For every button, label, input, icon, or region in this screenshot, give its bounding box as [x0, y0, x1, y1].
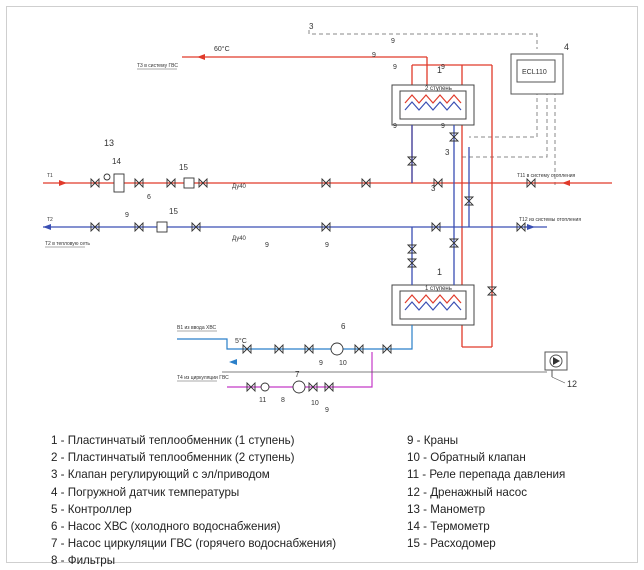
legend-right: 9 - Краны 10 - Обратный клапан 11 - Реле…: [407, 432, 565, 552]
svg-text:15: 15: [169, 207, 178, 216]
heating-return-line: Т2 Т2 в тепловую сеть Т12 из системы ото…: [43, 147, 581, 248]
heat-exchanger-1: 1 ступень 1: [391, 267, 475, 326]
svg-text:9: 9: [319, 360, 323, 367]
svg-text:9: 9: [325, 407, 329, 414]
cold-line-callouts: 6 10 9: [319, 322, 347, 367]
svg-text:13: 13: [104, 138, 114, 148]
legend-item: 14 - Термометр: [407, 520, 490, 534]
label-dn40-top: Ду40: [232, 184, 247, 190]
legend-item: 9 - Краны: [407, 434, 459, 447]
supply-callouts: 13 14 15 6 9: [104, 138, 188, 219]
cold-line-fittings: [242, 342, 392, 356]
callout-3-top: 3: [309, 22, 314, 31]
label-heat-supply: Т1: [47, 173, 53, 179]
svg-text:10: 10: [339, 360, 347, 367]
svg-text:9: 9: [393, 123, 397, 130]
label-dhw-circ: Т4 из циркуляции ГВС: [177, 375, 229, 381]
svg-text:9: 9: [441, 64, 445, 71]
label-return-in: Т2: [47, 217, 53, 223]
svg-text:6: 6: [341, 322, 346, 331]
legend-left: 1 - Пластинчатый теплообменник (1 ступен…: [51, 432, 336, 570]
callout-2: 1: [437, 65, 442, 75]
svg-text:3: 3: [445, 148, 450, 157]
svg-text:9: 9: [372, 52, 376, 59]
svg-text:15: 15: [179, 163, 188, 172]
exchanger-links: [411, 125, 455, 285]
svg-text:9: 9: [391, 38, 395, 45]
cold-water-line: 5°C В1 из ввода ХВС: [177, 325, 413, 365]
svg-text:9: 9: [325, 242, 329, 249]
circ-line-callouts: 7 11 8 10 9: [259, 370, 329, 414]
return-callouts: 15 9 9: [169, 207, 329, 249]
label-to-dhw: Т3 в систему ГВС: [137, 63, 178, 69]
svg-text:10: 10: [311, 400, 319, 407]
legend-item: 3 - Клапан регулирующий с эл/приводом: [51, 468, 270, 482]
callout-4: 4: [564, 42, 569, 52]
label-dn40-bottom: Ду40: [232, 236, 247, 242]
callout-1: 1: [437, 267, 442, 277]
circ-line-fittings: [246, 380, 334, 394]
frame: ECL110 4 60°C Т3 в систему ГВС 3 Т1 Т11 …: [6, 6, 638, 567]
stage-2-label: 2 ступень: [425, 86, 452, 92]
controller-box: ECL110 4: [510, 42, 569, 95]
legend-item: 12 - Дренажный насос: [407, 485, 528, 499]
svg-text:9: 9: [125, 212, 129, 219]
legend-item: 2 - Пластинчатый теплообменник (2 ступен…: [51, 451, 295, 465]
drainage-pump: 12: [544, 351, 577, 389]
legend-item: 11 - Реле перепада давления: [407, 468, 566, 482]
legend-item: 8 - Фильтры: [51, 554, 116, 568]
legend-item: 13 - Манометр: [407, 502, 486, 516]
svg-text:9: 9: [393, 64, 397, 71]
callout-12: 12: [567, 379, 577, 389]
stage-1-label: 1 ступень: [425, 286, 452, 292]
legend-item: 7 - Насос циркуляции ГВС (горячего водос…: [51, 537, 337, 551]
exchanger-callouts: 3 3 9 9 9 9 9 9: [372, 38, 450, 193]
heating-substation-schematic: ECL110 4 60°C Т3 в систему ГВС 3 Т1 Т11 …: [43, 22, 612, 414]
return-line-fittings: [90, 221, 526, 233]
label-60c: 60°C: [214, 45, 230, 53]
legend-item: 5 - Контроллер: [51, 502, 132, 516]
label-cold-water: В1 из ввода ХВС: [177, 325, 216, 331]
heating-supply-line: Т1 Т11 в систему отопления Ду40: [43, 64, 612, 348]
svg-text:6: 6: [147, 194, 151, 201]
legend-item: 15 - Расходомер: [407, 537, 496, 551]
heat-exchanger-2: 2 ступень 1: [391, 65, 475, 126]
label-heating-out: Т11 в систему отопления: [517, 173, 576, 179]
svg-text:11: 11: [259, 397, 266, 404]
exchanger-valves: [406, 132, 498, 296]
supply-line-fittings: [90, 173, 536, 193]
legend-item: 10 - Обратный клапан: [407, 451, 526, 465]
legend-item: 1 - Пластинчатый теплообменник (1 ступен…: [51, 434, 295, 447]
legend-item: 6 - Насос ХВС (холодного водоснабжения): [51, 520, 281, 534]
controller-label: ECL110: [522, 69, 547, 76]
dhw-supply-line: 60°C Т3 в систему ГВС 3: [137, 22, 428, 90]
svg-text:9: 9: [265, 242, 269, 249]
label-5c: 5°C: [235, 337, 247, 345]
label-heat-return-out: Т2 в тепловую сеть: [45, 241, 90, 247]
svg-text:8: 8: [281, 397, 285, 404]
dhw-circulation-line: Т4 из циркуляции ГВС: [177, 352, 547, 388]
svg-text:14: 14: [112, 157, 121, 166]
legend-item: 4 - Погружной датчик температуры: [51, 485, 240, 499]
svg-text:9: 9: [441, 123, 445, 130]
svg-text:3: 3: [431, 184, 436, 193]
svg-text:7: 7: [295, 370, 300, 379]
label-heating-return: Т12 из системы отопления: [519, 217, 581, 223]
